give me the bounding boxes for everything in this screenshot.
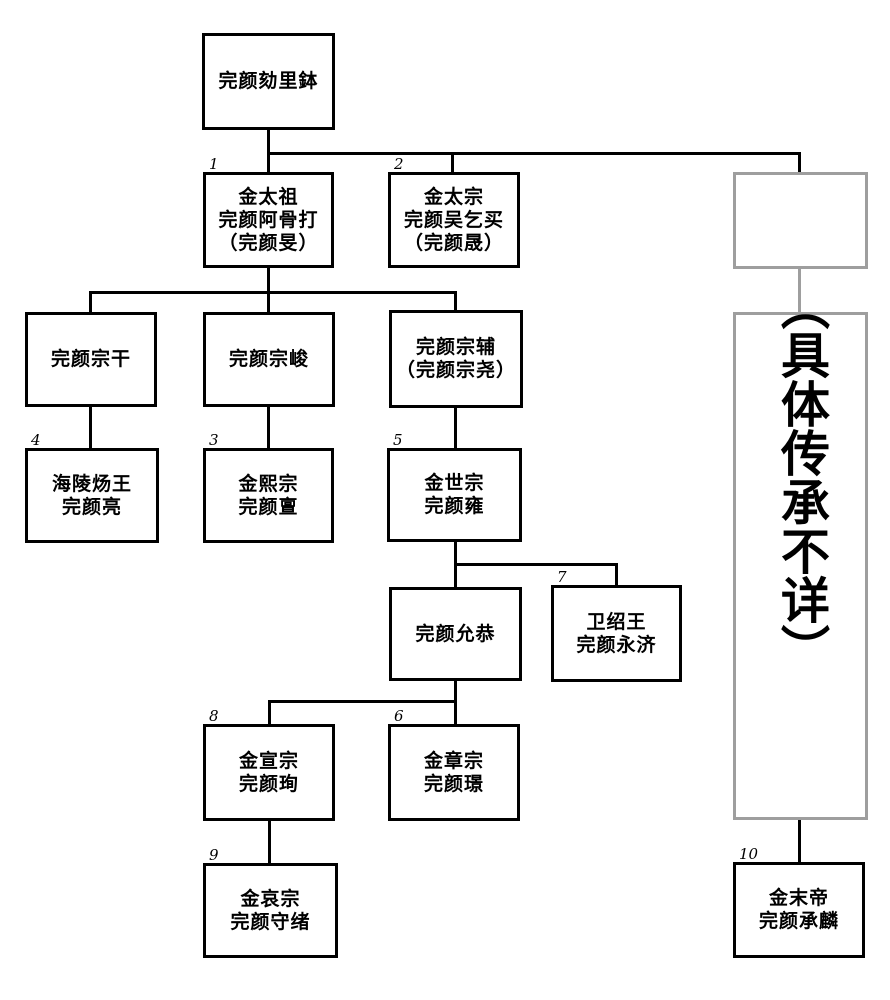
node-label: 完颜允恭 — [415, 623, 496, 645]
connector-line — [267, 407, 270, 448]
node-label: 金宣宗 完颜珣 — [238, 750, 299, 795]
connector-line — [615, 563, 618, 585]
node-label: 海陵炀王 完颜亮 — [51, 473, 132, 518]
node-label: 完颜宗干 — [50, 349, 131, 370]
node-wanyan-helibo: 完颜劾里鉢 — [202, 33, 335, 130]
connector-line — [267, 268, 270, 312]
succession-number: 6 — [394, 707, 404, 725]
succession-number: 2 — [394, 155, 404, 173]
node-label: 完颜宗峻 — [228, 349, 309, 370]
connector-line — [451, 152, 454, 172]
node-jin-xuanzong: 8 金宣宗 完颜珣 — [203, 707, 335, 821]
succession-number: 7 — [557, 568, 567, 586]
node-jin-shizong: 5 金世宗 完颜雍 — [387, 431, 522, 542]
succession-number: 10 — [739, 845, 759, 863]
succession-number: 5 — [393, 431, 403, 449]
node-label: 完颜宗辅 （完颜宗尧） — [395, 337, 516, 381]
succession-number: 1 — [209, 155, 219, 173]
node-jin-xizong: 3 金熙宗 完颜亶 — [203, 431, 334, 543]
node-wanyan-yungong: 完颜允恭 — [389, 587, 522, 681]
succession-number: 4 — [31, 431, 41, 449]
succession-number: 3 — [209, 431, 219, 449]
connector-line — [267, 130, 270, 172]
connector-line — [89, 407, 92, 448]
node-label: 金太祖 完颜阿骨打 （完颜旻） — [218, 186, 319, 254]
node-wanyan-zonggan: 完颜宗干 — [25, 312, 157, 407]
node-label: 金哀宗 完颜守绪 — [230, 888, 311, 933]
node-jin-taizu: 1 金太祖 完颜阿骨打 （完颜旻） — [203, 155, 334, 268]
node-label: 金末帝 完颜承麟 — [758, 888, 839, 932]
connector-line — [89, 291, 457, 294]
connector-line — [268, 700, 271, 724]
node-label: 金世宗 完颜雍 — [424, 473, 485, 517]
connector-line — [454, 563, 618, 566]
connector-line — [89, 291, 92, 312]
node-label: 金章宗 完颜璟 — [423, 750, 484, 795]
node-wanyan-zongfu: 完颜宗辅 （完颜宗尧） — [389, 310, 523, 408]
connector-line — [268, 700, 457, 703]
node-unknown-succession — [733, 312, 868, 820]
node-unknown-heir — [733, 172, 868, 269]
connector-line — [268, 821, 271, 863]
node-label: 完颜劾里鉢 — [218, 71, 319, 92]
node-wanyan-zongjun: 完颜宗峻 — [203, 312, 335, 407]
node-label: 卫绍王 完颜永济 — [576, 611, 657, 656]
node-label: 金太宗 完颜吴乞买 （完颜晟） — [403, 186, 504, 254]
connector-line — [798, 820, 801, 862]
connector-line — [798, 152, 801, 172]
succession-number: 9 — [209, 846, 219, 864]
node-jin-zhangzong: 6 金章宗 完颜璟 — [388, 707, 520, 821]
connector-line — [454, 291, 457, 312]
connector-line — [454, 408, 457, 448]
node-jin-modi: 10 金末帝 完颜承麟 — [733, 845, 865, 958]
succession-number: 8 — [209, 707, 219, 725]
node-jin-aizong: 9 金哀宗 完颜守绪 — [203, 846, 338, 958]
unknown-succession-note: （具体传承不详） — [774, 281, 828, 673]
node-jin-taizong: 2 金太宗 完颜吴乞买 （完颜晟） — [388, 155, 520, 268]
node-weishao-wang: 7 卫绍王 完颜永济 — [551, 568, 682, 682]
node-label: 金熙宗 完颜亶 — [238, 473, 299, 518]
node-hailing-wang: 4 海陵炀王 完颜亮 — [25, 431, 159, 543]
connector-line-gray — [798, 269, 801, 312]
connector-line — [267, 152, 801, 155]
